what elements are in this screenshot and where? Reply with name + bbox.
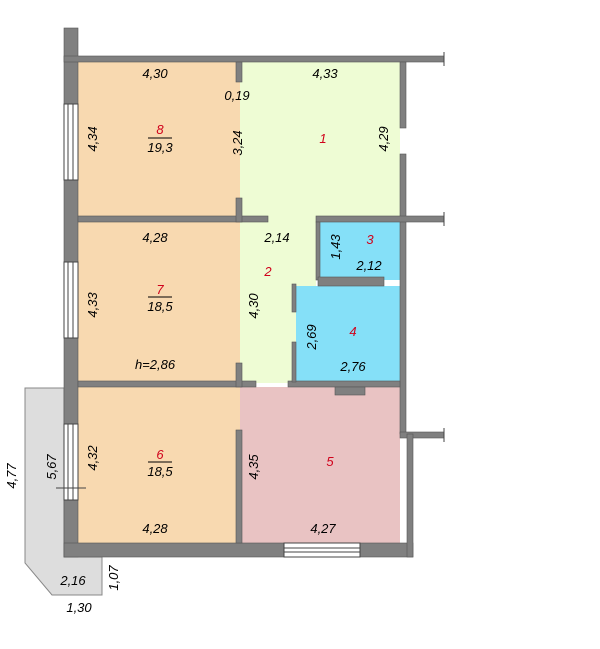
svg-text:8: 8 bbox=[156, 122, 164, 137]
dim-r5-bottom: 4,27 bbox=[310, 521, 336, 536]
room-3-label: 3 bbox=[366, 232, 374, 247]
dim-r1-right: 4,29 bbox=[376, 126, 391, 151]
room-1-fill bbox=[240, 62, 400, 383]
dim-r1-top: 4,33 bbox=[312, 66, 338, 81]
room-5-label: 5 bbox=[326, 454, 334, 469]
dim-door-gap: 0,19 bbox=[224, 88, 249, 103]
room-6-fill bbox=[78, 387, 240, 543]
dim-r3-bottom: 2,12 bbox=[355, 258, 382, 273]
windows bbox=[56, 103, 361, 558]
svg-text:6: 6 bbox=[156, 447, 164, 462]
dim-r3-left: 1,43 bbox=[328, 234, 343, 260]
room-1-label: 1 bbox=[319, 131, 326, 146]
dim-balcony-bottom: 2,16 bbox=[59, 573, 86, 588]
dim-r6-bottom: 4,28 bbox=[142, 521, 168, 536]
dim-r2-left: 4,30 bbox=[246, 293, 261, 319]
room-7-label: 7 18,5 bbox=[147, 282, 173, 314]
dim-r7-left: 4,33 bbox=[85, 292, 100, 318]
dim-balcony-outer: 4,77 bbox=[4, 463, 19, 489]
dim-balcony-side: 1,07 bbox=[106, 565, 121, 591]
room-6-label: 6 18,5 bbox=[147, 447, 173, 479]
dim-ceiling: h=2,86 bbox=[135, 357, 176, 372]
dim-r8-top: 4,30 bbox=[142, 66, 168, 81]
room-4-fill bbox=[296, 286, 400, 381]
dim-r4-bottom: 2,76 bbox=[339, 359, 366, 374]
room-8-fill bbox=[78, 62, 240, 216]
room-4-label: 4 bbox=[349, 324, 356, 339]
dim-r7-top: 4,28 bbox=[142, 230, 168, 245]
dim-r8-left: 4,34 bbox=[85, 126, 100, 151]
svg-text:7: 7 bbox=[156, 282, 164, 297]
dim-balcony-inner: 5,67 bbox=[44, 454, 59, 480]
svg-text:18,5: 18,5 bbox=[147, 299, 173, 314]
dim-r4-left: 2,69 bbox=[304, 324, 319, 350]
svg-text:18,5: 18,5 bbox=[147, 464, 173, 479]
dim-r6-left: 4,32 bbox=[85, 445, 100, 471]
room-3-fill bbox=[318, 222, 400, 280]
dim-r8-right: 3,24 bbox=[230, 130, 245, 155]
dim-r5-left: 4,35 bbox=[246, 454, 261, 480]
dim-balcony-base: 1,30 bbox=[66, 600, 92, 615]
room-8-label: 8 19,3 bbox=[147, 122, 173, 155]
room-2-label: 2 bbox=[263, 264, 272, 279]
room-5-fill bbox=[240, 387, 400, 543]
dim-r2-top: 2,14 bbox=[263, 230, 289, 245]
room-7-fill bbox=[78, 222, 240, 381]
svg-text:19,3: 19,3 bbox=[147, 140, 173, 155]
